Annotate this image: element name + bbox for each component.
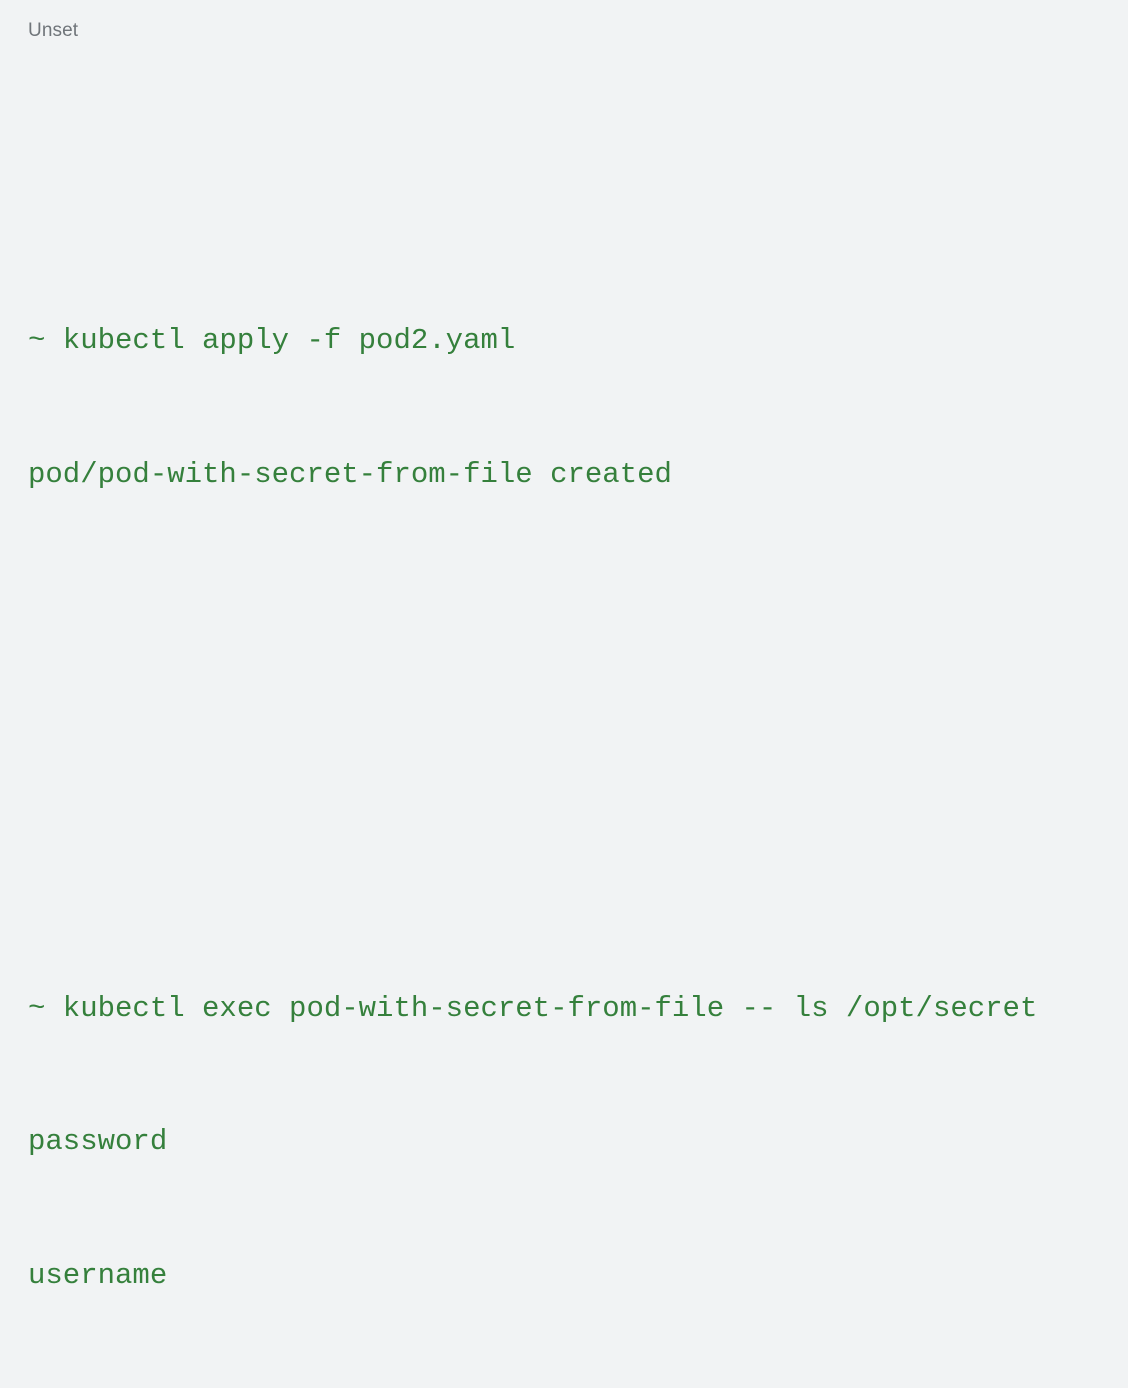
code-block-container: Unset ~ kubectl apply -f pod2.yaml pod/p… <box>28 20 1038 1292</box>
output-line: pod/pod-with-secret-from-file created <box>28 457 672 491</box>
code-language-label: Unset <box>28 20 79 41</box>
output-line: password <box>28 1125 168 1158</box>
command-block: ~ kubectl apply -f pod2.yaml pod/pod-wit… <box>28 230 1100 586</box>
command-line: ~ kubectl apply -f pod2.yaml <box>28 324 516 357</box>
command-block: ~ kubectl exec pod-with-secret-from-file… <box>28 898 1100 1388</box>
blank-line <box>28 675 1100 720</box>
command-line: ~ kubectl exec pod-with-secret-from-file… <box>28 991 1038 1025</box>
terminal-output[interactable]: ~ kubectl apply -f pod2.yaml pod/pod-wit… <box>28 52 1100 1388</box>
output-line: username <box>28 1258 168 1292</box>
